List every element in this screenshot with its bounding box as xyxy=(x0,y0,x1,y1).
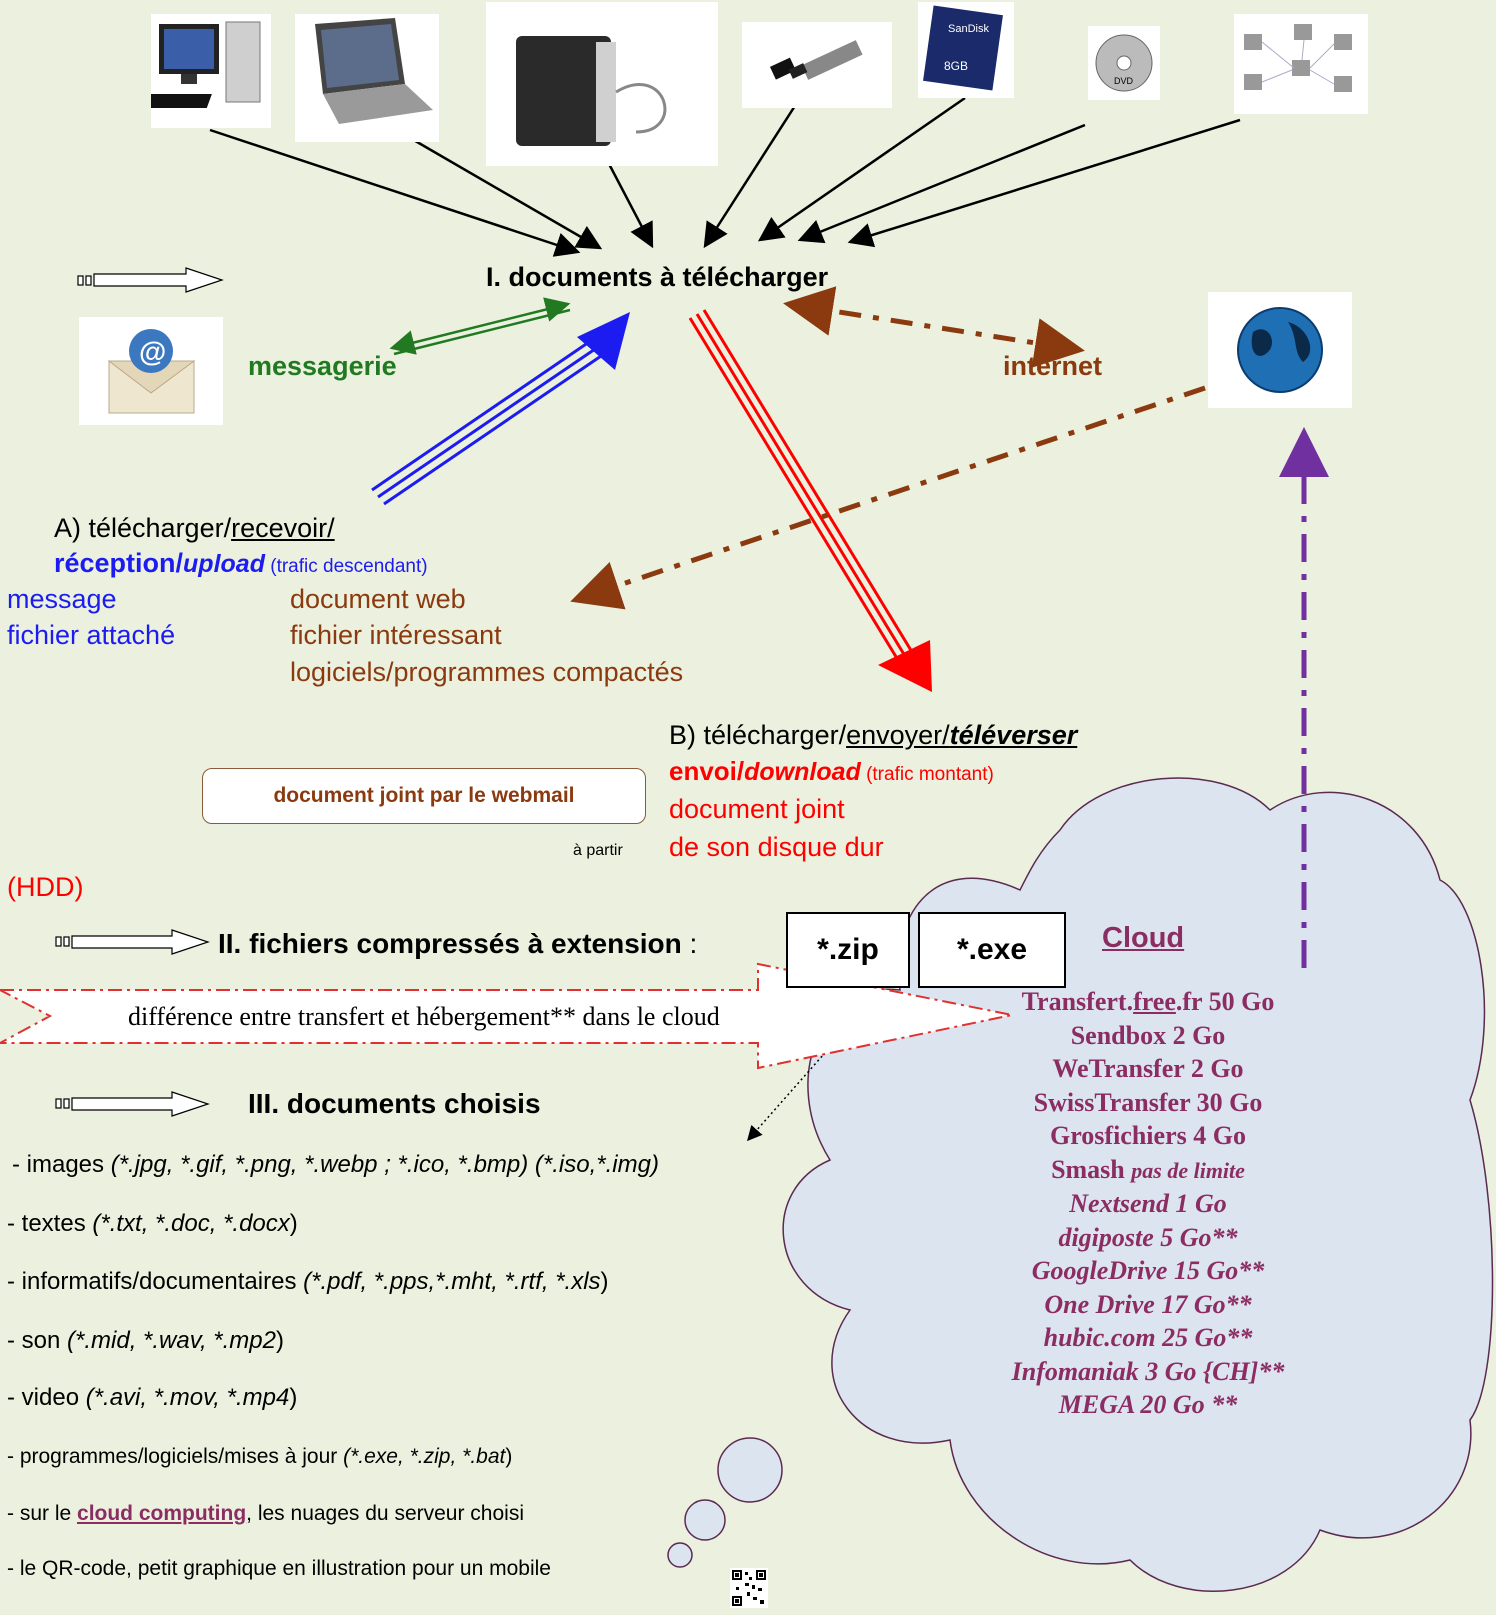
item-fichier-interessant: fichier intéressant xyxy=(290,620,502,650)
email-icon: @ xyxy=(79,317,223,425)
section-3-title: III. documents choisis xyxy=(248,1088,541,1119)
envoyer-text: envoyer/ xyxy=(846,720,950,750)
section-a-prefix: A) télécharger/ xyxy=(54,513,232,543)
internet-label: internet xyxy=(1003,351,1103,381)
svg-text:SanDisk: SanDisk xyxy=(948,23,989,35)
disque-dur: de son disque dur xyxy=(669,832,884,862)
a-partir: à partir xyxy=(573,842,623,859)
section-a-underlined: recevoir/ xyxy=(231,513,335,543)
cloud-item-grosfichiers: Grosfichiers 4 Go xyxy=(1050,1121,1246,1150)
televerser-text: téléverser xyxy=(949,720,1078,750)
cloud-item-sendbox: Sendbox 2 Go xyxy=(1070,1020,1226,1050)
item-fichier-attache: fichier attaché xyxy=(7,620,176,650)
trafic-montant: (trafic montant) xyxy=(860,764,994,785)
banner-arrow xyxy=(0,962,1013,1070)
item-document-web: document web xyxy=(290,584,466,614)
item-message: message xyxy=(7,584,117,614)
cloud-bubble-2 xyxy=(684,1499,726,1541)
section-2-title: II. fichiers compressés à extension xyxy=(218,928,682,959)
cloud-item-infomaniak: Infomaniak 3 Go {CH]** xyxy=(1011,1356,1285,1386)
cloud-bubble-3 xyxy=(667,1542,693,1568)
svg-text:@: @ xyxy=(139,336,166,367)
cloud-title: Cloud xyxy=(1102,922,1185,954)
qr-code-icon xyxy=(730,1568,768,1608)
list-item-informatifs: - informatifs/documentaires (*.pdf, *.pp… xyxy=(7,1268,609,1295)
dvd-icon: DVD xyxy=(1088,26,1160,100)
exe-box: *.exe xyxy=(918,912,1066,988)
list-item-programmes: - programmes/logiciels/mises à jour (*.e… xyxy=(7,1445,513,1468)
document-joint: document joint xyxy=(669,794,845,824)
section-b-prefix: B) télécharger/ xyxy=(669,720,847,750)
list-item-images: - images (*.jpg, *.gif, *.png, *.webp ; … xyxy=(12,1151,659,1178)
banner-text: différence entre transfert et hébergemen… xyxy=(128,1002,720,1031)
globe-icon xyxy=(1208,292,1352,408)
section-b-heading: B) télécharger/envoyer/téléverser xyxy=(669,720,1077,751)
svg-text:DVD: DVD xyxy=(1114,76,1134,86)
section-b-envoi: envoi/download (trafic montant) xyxy=(669,756,994,787)
list-item-video: - video (*.avi, *.mov, *.mp4) xyxy=(7,1384,298,1411)
cloud-item-transfert: Transfert.free.fr 50 Go xyxy=(1021,987,1275,1016)
cloud-item-wetransfer: WeTransfer 2 Go xyxy=(1052,1054,1244,1083)
svg-text:8GB: 8GB xyxy=(944,59,968,73)
webmail-box: document joint par le webmail xyxy=(202,768,646,824)
external-hard-drive-icon xyxy=(486,2,718,166)
section-2-heading: II. fichiers compressés à extension : xyxy=(218,928,697,960)
item-logiciels: logiciels/programmes compactés xyxy=(290,657,684,687)
cloud-item-smash: Smash pas de limite xyxy=(1051,1154,1245,1184)
cloud-item-onedrive: One Drive 17 Go** xyxy=(1044,1289,1252,1319)
list-item-qr: - le QR-code, petit graphique en illustr… xyxy=(7,1557,551,1580)
cloud-item-googledrive: GoogleDrive 15 Go** xyxy=(1031,1256,1265,1285)
blue-arrow-head xyxy=(577,312,630,370)
sd-card-icon: SanDisk 8GB xyxy=(918,2,1014,98)
hollow-arrow-1 xyxy=(77,267,224,293)
download-text: download xyxy=(744,758,861,786)
hollow-arrow-2 xyxy=(55,929,210,955)
cloud-list: Transfert.free.fr 50 Go Sendbox 2 Go WeT… xyxy=(968,985,1328,1422)
cloud-item-swisstransfer: SwissTransfer 30 Go xyxy=(1033,1087,1263,1117)
section-a-heading: A) télécharger/recevoir/ xyxy=(54,513,335,544)
desktop-computer-icon xyxy=(136,14,271,128)
network-icon xyxy=(1234,14,1368,114)
list-item-cloud: - sur le cloud computing, les nuages du … xyxy=(7,1502,524,1525)
reception-text: réception/ xyxy=(54,548,184,578)
cloud-item-digiposte: digiposte 5 Go** xyxy=(1058,1222,1238,1252)
usb-key-icon xyxy=(742,22,892,108)
cloud-item-nextsend: Nextsend 1 Go xyxy=(1069,1189,1227,1218)
upload-text: upload xyxy=(183,550,265,578)
list-item-son: - son (*.mid, *.wav, *.mp2) xyxy=(7,1327,284,1354)
section-a-reception: réception/upload (trafic descendant) xyxy=(54,548,428,579)
hdd-label: (HDD) xyxy=(7,872,84,902)
envoi-text: envoi/ xyxy=(669,756,745,786)
cloud-item-hubic: hubic.com 25 Go** xyxy=(1043,1323,1253,1352)
cloud-bubble-1 xyxy=(717,1437,783,1503)
section-2-colon: : xyxy=(681,928,698,959)
cloud-computing-link[interactable]: cloud computing xyxy=(77,1502,247,1525)
cloud-item-mega: MEGA 20 Go ** xyxy=(1058,1390,1238,1419)
laptop-icon xyxy=(295,14,439,142)
list-item-textes: - textes (*.txt, *.doc, *.docx) xyxy=(7,1210,298,1237)
trafic-descendant: (trafic descendant) xyxy=(264,556,428,577)
hollow-arrow-3 xyxy=(55,1091,210,1117)
zip-box: *.zip xyxy=(786,912,910,988)
main-title: I. documents à télécharger xyxy=(486,262,829,292)
red-arrow-head xyxy=(878,640,932,692)
messagerie-label: messagerie xyxy=(248,351,397,381)
